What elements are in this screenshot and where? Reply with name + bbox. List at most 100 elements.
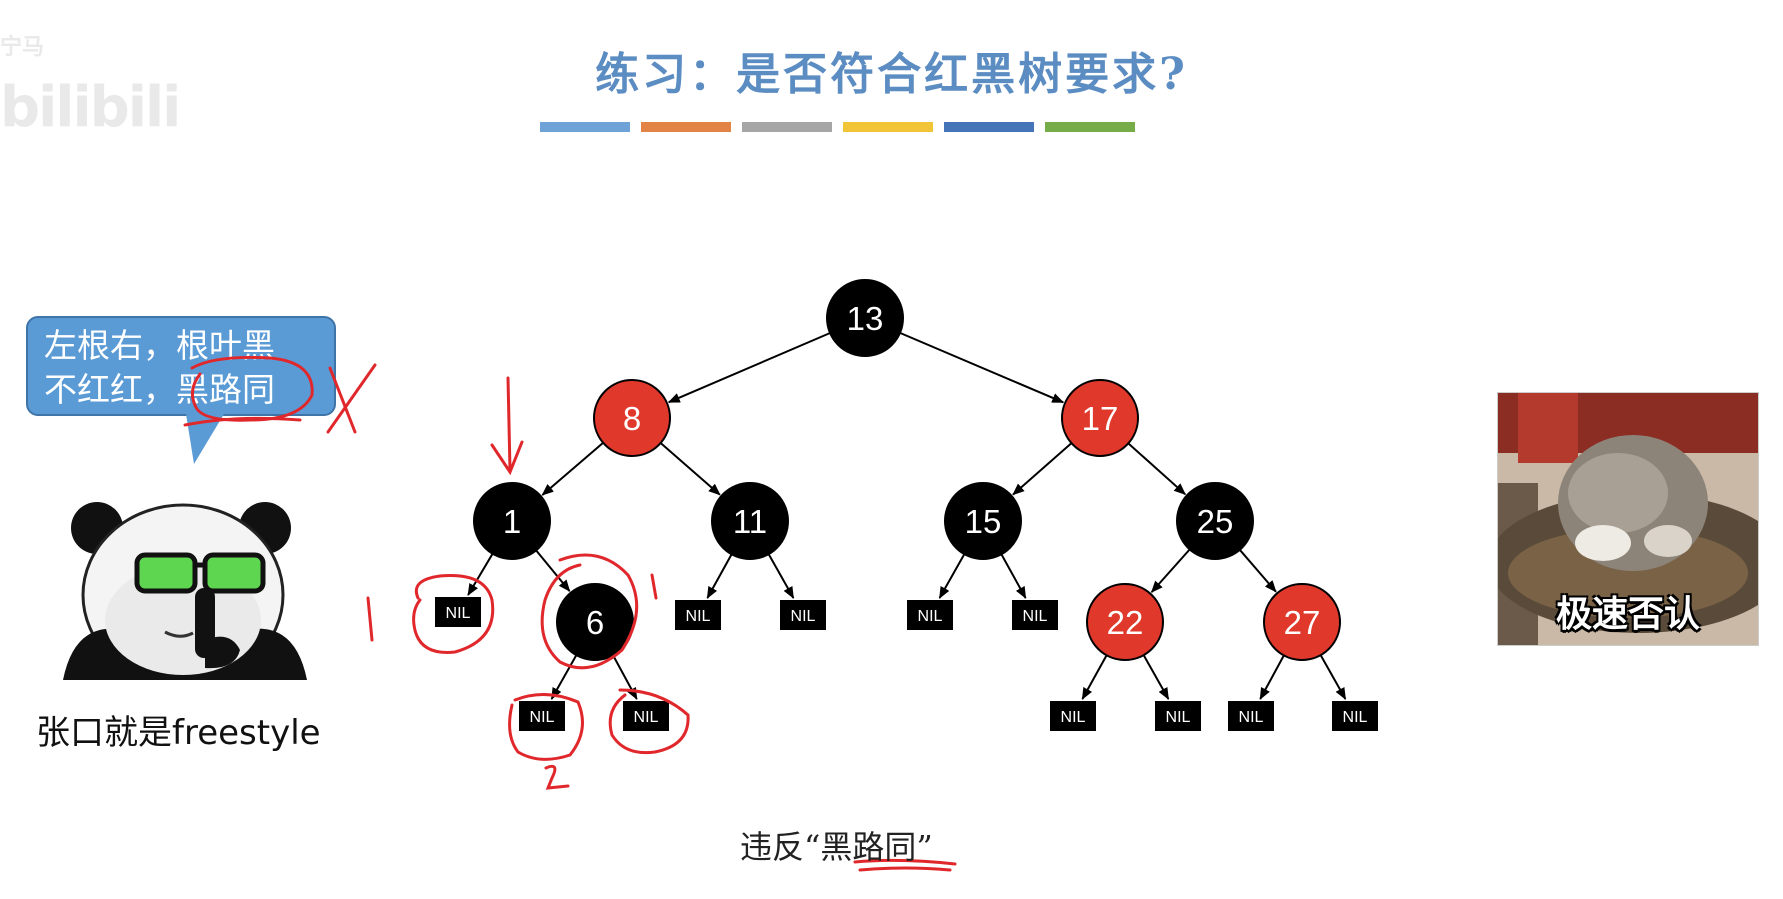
tree-node-circle: [556, 583, 634, 661]
tally-right: [650, 573, 658, 600]
tree-edge-6-nil2: [550, 654, 578, 700]
tree-node-circle: [711, 482, 789, 560]
color-bar-segment: [742, 122, 832, 132]
tree-node-label: 8: [623, 400, 641, 437]
tree-edge-6-nil3: [612, 654, 638, 700]
cat-caption: 极速否认: [1555, 594, 1700, 635]
tree-node-label: 17: [1082, 400, 1119, 437]
tree-edge-11-nil4: [706, 553, 733, 599]
tree-edge-27-nil11: [1319, 654, 1347, 700]
bubble-line-2-part-a: 不红红，: [44, 370, 176, 409]
nil-leaf-label: NIL: [634, 709, 659, 726]
tree-node-label: 11: [733, 503, 767, 540]
panda-meme-image: [63, 502, 307, 680]
tree-edge-17-25: [1127, 442, 1186, 496]
tree-node-circle: [944, 482, 1022, 560]
watermark-prefix: 宁马: [0, 35, 45, 60]
underline-violation-key-2: [858, 866, 952, 872]
nil-leaf-box: [623, 701, 669, 731]
tally-bottom: [544, 764, 570, 790]
cat-meme-image: 极速否认: [1497, 392, 1759, 646]
nil-leaves-layer: NIL NIL NIL NIL NIL NIL NIL NIL NIL NIL NIL: [435, 597, 1378, 731]
cross-mark-b: [326, 363, 377, 434]
nil-leaf-label: NIL: [1239, 709, 1264, 726]
tree-edge-22-nil8: [1081, 654, 1108, 700]
handwritten-annotations: [183, 355, 957, 872]
tree-node-17: 17: [1061, 379, 1139, 457]
nil-leaf: NIL: [1050, 701, 1096, 731]
tree-node-circle: [1176, 482, 1254, 560]
nil-leaf-label: NIL: [791, 608, 816, 625]
nil-leaf-box: [435, 597, 481, 627]
nil-leaf-label: NIL: [1343, 709, 1368, 726]
tree-node-circle: [1086, 583, 1164, 661]
nil-leaf-box: [1332, 701, 1378, 731]
nil-leaf: NIL: [623, 701, 669, 731]
nil-leaf-box: [1012, 600, 1058, 630]
tree-node-circle: [473, 482, 551, 560]
color-bar-segment: [944, 122, 1034, 132]
nil-leaf-label: NIL: [918, 608, 943, 625]
bilibili-watermark: 宁马bilibili: [0, 18, 230, 138]
tree-node-13: 13: [826, 279, 904, 357]
nil-leaf: NIL: [1228, 701, 1274, 731]
nil-leaf-label: NIL: [530, 709, 555, 726]
tree-node-11: 11: [711, 482, 789, 560]
nil-leaf: NIL: [519, 701, 565, 731]
circle-nil-left: [412, 574, 495, 654]
color-bar-segment: [843, 122, 933, 132]
tree-node-label: 1: [503, 503, 521, 540]
color-bar-segment: [641, 122, 731, 132]
tree-node-label: 27: [1284, 604, 1321, 641]
tree-node-15: 15: [944, 482, 1022, 560]
cat-meme-drawing: [1498, 393, 1758, 645]
nil-leaf: NIL: [675, 600, 721, 630]
tree-node-circle: [826, 279, 904, 357]
violation-key: 黑路同: [820, 828, 917, 866]
tree-node-6: 6: [556, 583, 634, 661]
edges-layer: [467, 331, 1347, 700]
nil-leaf: NIL: [435, 597, 481, 627]
tree-node-25: 25: [1176, 482, 1254, 560]
nil-leaf-label: NIL: [1061, 709, 1086, 726]
underline-bubble-key: [183, 416, 302, 427]
color-bar-segment: [1045, 122, 1135, 132]
tree-node-1: 1: [473, 482, 551, 560]
nil-leaf-box: [519, 701, 565, 731]
nil-leaf-label: NIL: [1023, 608, 1048, 625]
nil-leaf-box: [1155, 701, 1201, 731]
panda-caption: 张口就是freestyle: [36, 713, 321, 753]
tree-node-22: 22: [1086, 583, 1164, 661]
down-arrow-shaft: [506, 376, 512, 472]
tree-edge-8-1: [541, 441, 604, 496]
nil-leaf-box: [907, 600, 953, 630]
tree-node-label: 13: [847, 300, 884, 337]
nil-leaf: NIL: [1332, 701, 1378, 731]
violation-note: 违反“黑路同”: [740, 822, 1040, 868]
circle-bubble-key: [190, 355, 314, 422]
color-bar-segment: [540, 122, 630, 132]
tree-edge-27-nil10: [1259, 654, 1285, 700]
tree-edge-13-17: [899, 331, 1065, 404]
tree-edge-13-8: [667, 332, 831, 404]
nil-leaf: NIL: [1155, 701, 1201, 731]
tree-edge-15-nil6: [938, 553, 966, 599]
violation-prefix: 违反“: [740, 828, 821, 866]
nil-leaf-box: [1228, 701, 1274, 731]
tree-node-27: 27: [1263, 583, 1341, 661]
tree-node-circle: [1263, 583, 1341, 661]
nil-leaf-box: [1050, 701, 1096, 731]
underline-violation-key: [853, 858, 957, 866]
circle-nil-6-left: [508, 692, 584, 761]
tree-node-label: 22: [1107, 604, 1144, 641]
tree-edge-1-6: [535, 549, 571, 592]
nil-leaf: NIL: [907, 600, 953, 630]
tree-node-label: 25: [1197, 503, 1234, 540]
tree-edge-22-nil9: [1142, 654, 1170, 700]
tree-edge-11-nil5: [767, 553, 795, 599]
tree-node-circle: [1061, 379, 1139, 457]
tree-edge-15-nil7: [1000, 553, 1027, 599]
tree-edge-8-11: [659, 442, 721, 496]
nil-leaf-label: NIL: [446, 605, 471, 622]
